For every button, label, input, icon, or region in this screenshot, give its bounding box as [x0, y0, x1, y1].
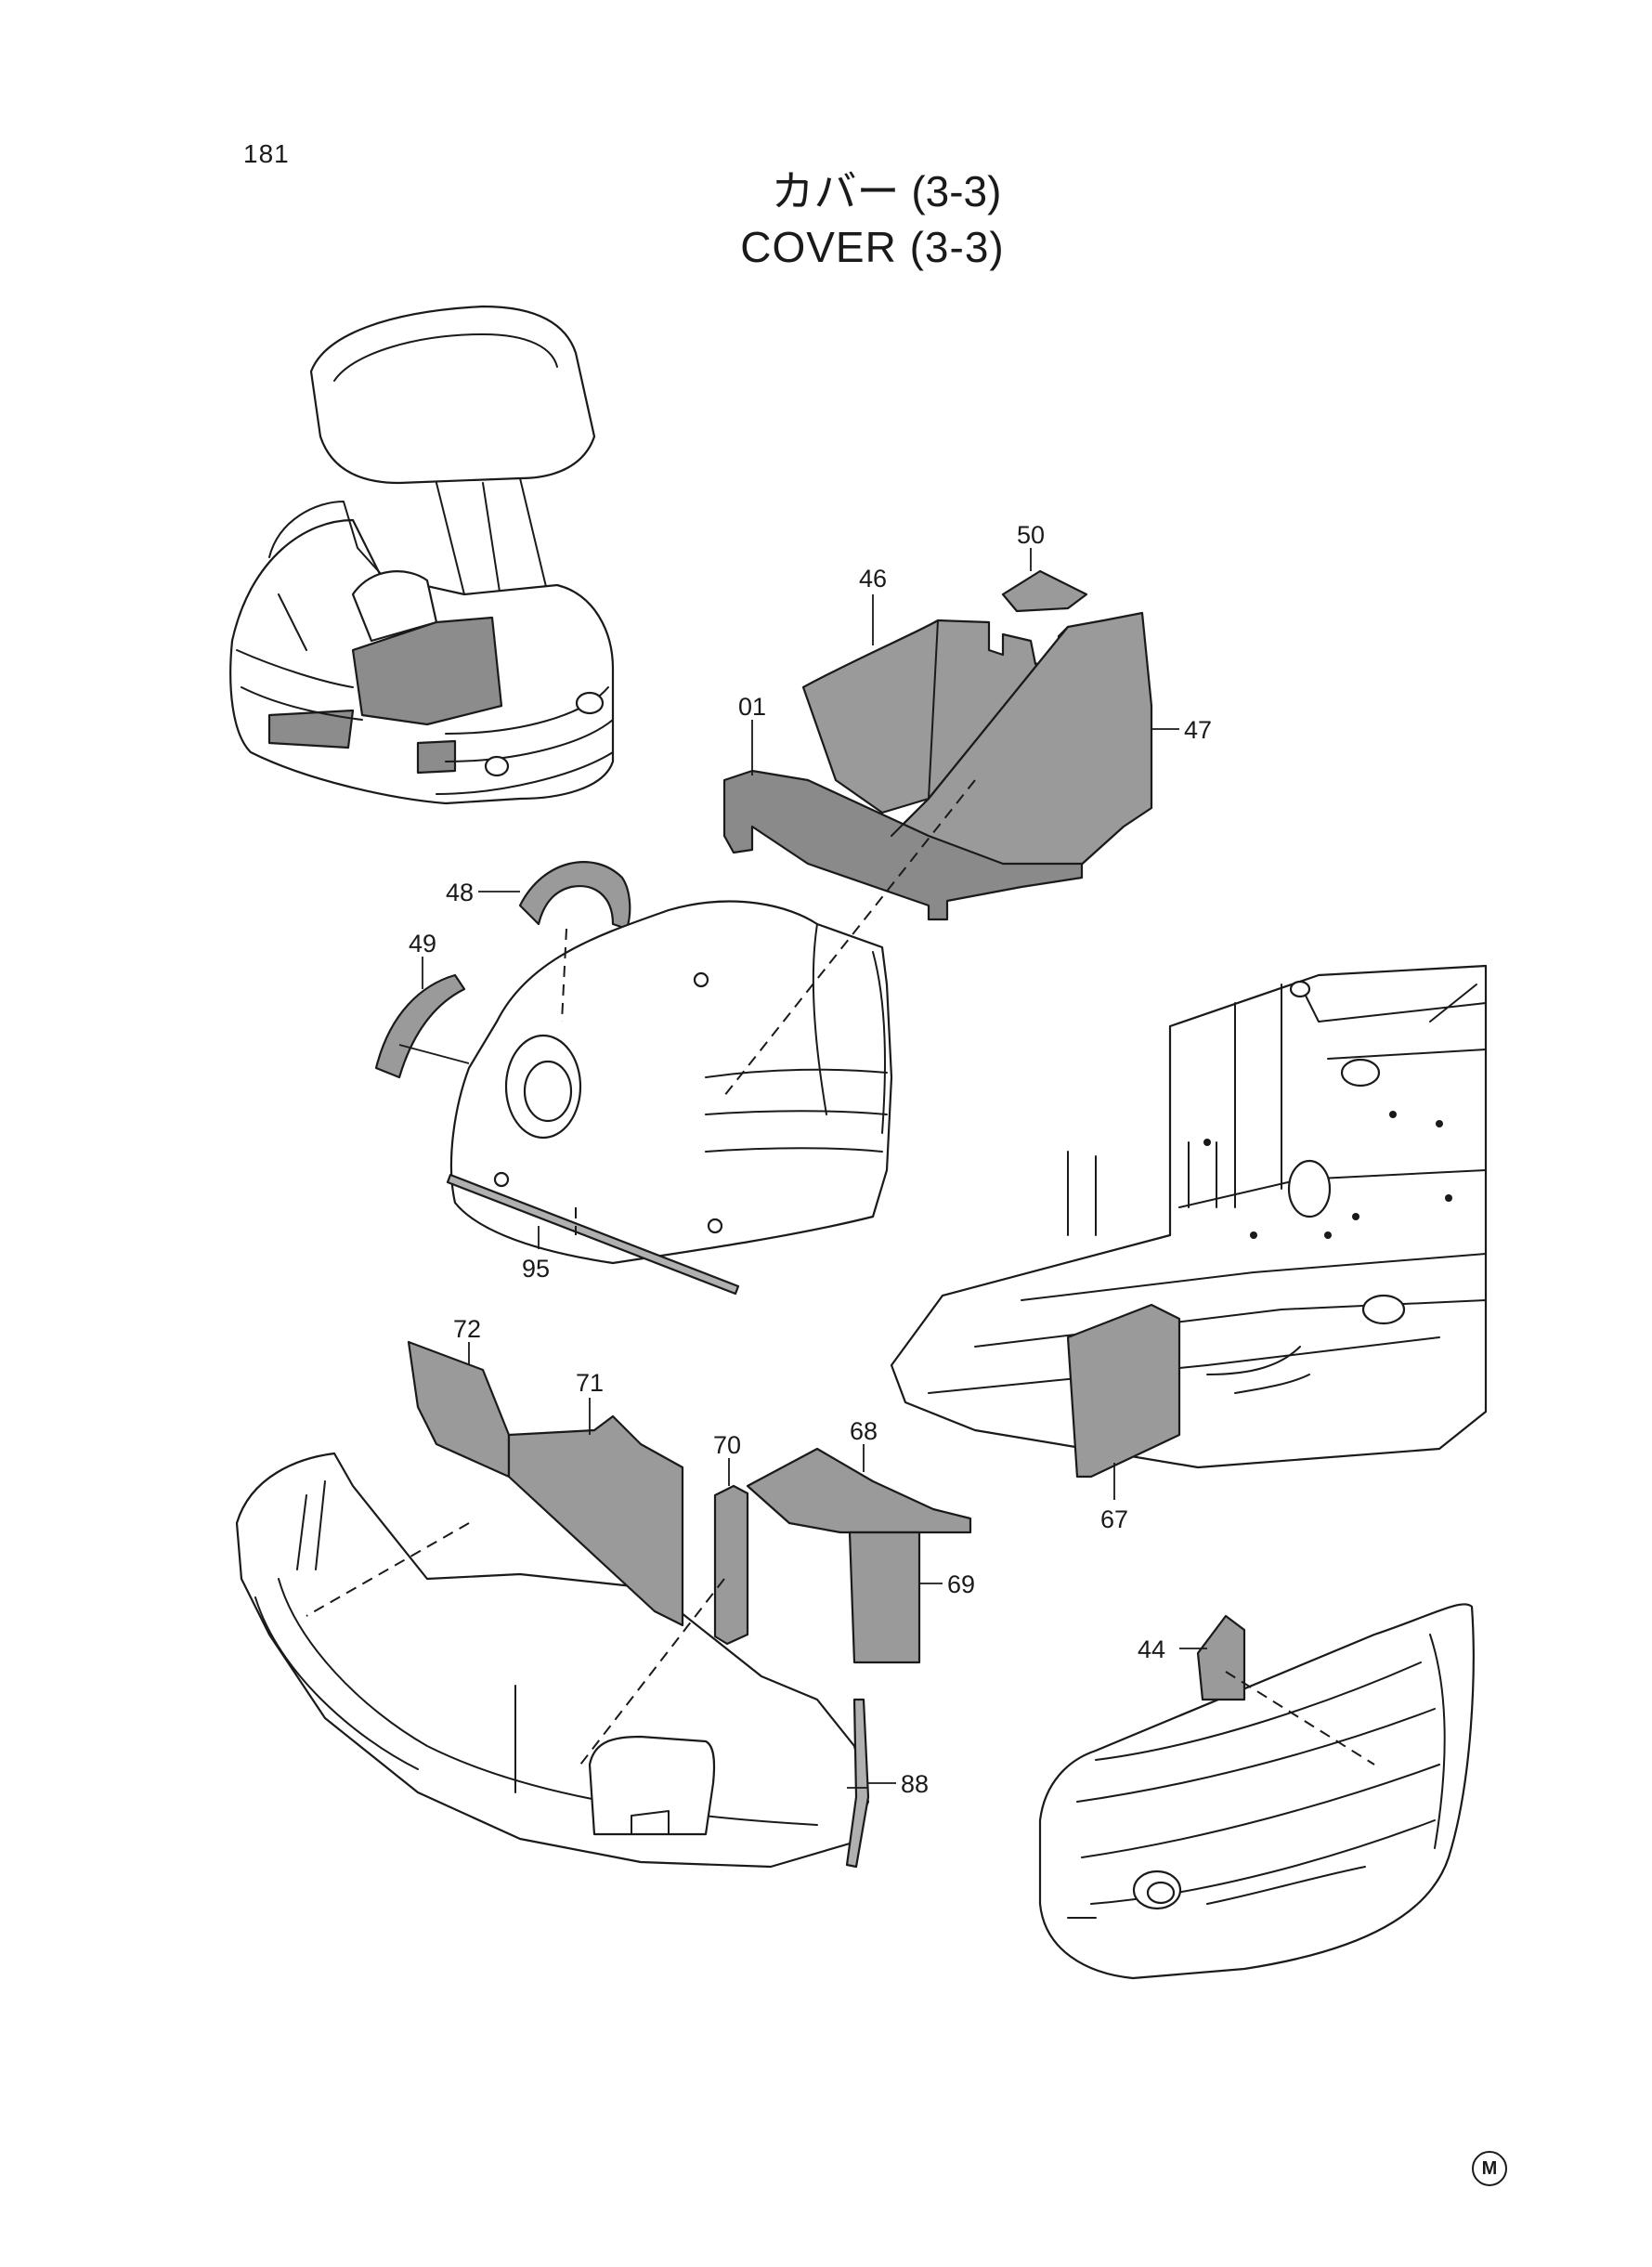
callout-46: 46	[859, 565, 887, 593]
part-49-pad	[374, 973, 466, 1079]
part-68-pad	[746, 1447, 972, 1534]
callout-48: 48	[446, 879, 474, 906]
part-50-pad	[1001, 569, 1088, 613]
part-67-pad	[1066, 1303, 1181, 1479]
part-44-pad	[1196, 1614, 1246, 1701]
side-cover-group	[374, 779, 976, 1296]
callout-70: 70	[713, 1431, 741, 1459]
rear-counterweight-group	[1038, 1603, 1475, 1980]
callout-88: 88	[901, 1770, 929, 1798]
callout-50: 50	[1017, 521, 1045, 549]
part-72-pad	[407, 1340, 511, 1479]
page-number: 181	[243, 139, 290, 168]
title-japanese: カバー (3-3)	[771, 167, 1002, 215]
upper-cover-pad-group	[722, 569, 1153, 921]
frame-illustration	[890, 964, 1488, 1479]
callout-68: 68	[850, 1417, 878, 1445]
callout-49: 49	[409, 930, 436, 958]
callout-72: 72	[453, 1315, 481, 1343]
callout-95: 95	[522, 1255, 550, 1283]
part-01-pad	[722, 769, 1084, 921]
callout-67: 67	[1100, 1505, 1128, 1533]
part-71-pad	[507, 1414, 684, 1627]
maker-mark-logo: M	[1472, 2151, 1507, 2186]
part-88-strip	[845, 1698, 870, 1869]
callout-01: 01	[738, 693, 766, 721]
callout-69: 69	[947, 1570, 975, 1598]
counterweight-group	[235, 1340, 972, 1869]
callout-leader-lines	[422, 548, 1207, 1784]
title-english: COVER (3-3)	[740, 223, 1005, 271]
part-70-pad	[713, 1484, 749, 1646]
part-48-pad	[518, 861, 631, 931]
machine-overview-illustration	[229, 305, 615, 805]
callout-47: 47	[1184, 716, 1212, 744]
part-95-strip	[446, 1173, 740, 1296]
callout-71: 71	[576, 1369, 604, 1397]
title-block: カバー (3-3) COVER (3-3)	[0, 163, 1652, 275]
callout-44: 44	[1138, 1635, 1165, 1663]
part-69-pad	[848, 1531, 921, 1664]
